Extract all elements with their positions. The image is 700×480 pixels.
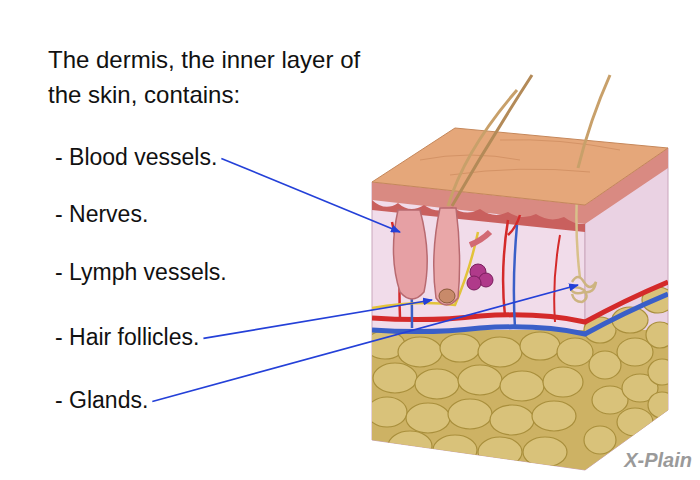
list-item: - Nerves. <box>55 200 148 228</box>
leader-line <box>221 158 400 232</box>
watermark: X-Plain <box>624 446 692 474</box>
hair-shaft <box>452 75 532 206</box>
hair-shaft <box>578 75 610 168</box>
list-item: - Blood vessels. <box>55 143 217 171</box>
diagram-title: The dermis, the inner layer of the skin,… <box>48 42 383 112</box>
skin-surface <box>372 128 668 205</box>
list-item: - Glands. <box>55 386 148 414</box>
vein <box>372 294 668 334</box>
gland-duct <box>470 232 490 245</box>
hair-follicle <box>434 208 460 305</box>
list-item: - Hair follicles. <box>55 323 199 351</box>
hair-follicle <box>393 210 427 299</box>
capillary <box>514 225 517 328</box>
leader-line <box>203 300 432 338</box>
leader-line <box>152 285 578 401</box>
skin-texture <box>420 140 620 175</box>
hair-bulb <box>439 289 455 303</box>
sebaceous-gland <box>467 264 493 290</box>
capillary <box>554 235 560 322</box>
hair-shaft <box>448 90 517 206</box>
sweat-gland <box>570 277 596 302</box>
list-item: - Lymph vessels. <box>55 258 227 286</box>
